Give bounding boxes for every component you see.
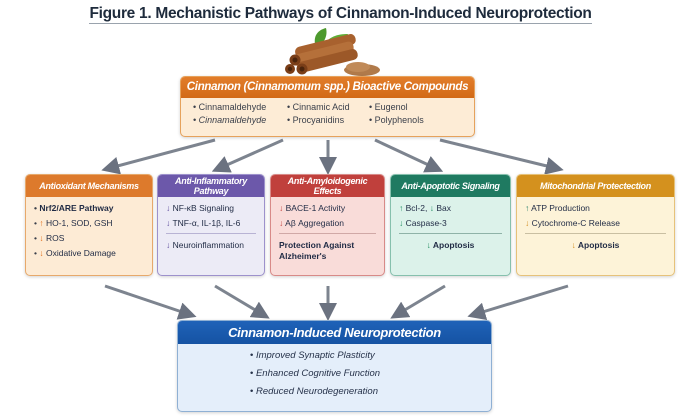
up-arrow-icon: ↑ — [525, 203, 530, 213]
down-arrow-icon: ↓ — [399, 218, 404, 228]
divider — [166, 233, 256, 234]
down-arrow-icon: ↓ — [166, 218, 171, 228]
antioxidant-item: ↓ ROS — [34, 233, 144, 243]
neuroprotection-title: Cinnamon-Induced Neuroprotection — [178, 321, 491, 344]
anti-inflammatory-item: ↓ NF-κB Signaling — [166, 203, 235, 213]
antioxidant-title: Antioxidant Mechanisms — [26, 175, 152, 197]
mitochondrial-title: Mitochondrial Protectection — [517, 175, 674, 197]
down-arrow-icon: ↓ — [429, 203, 434, 213]
outcome-item: Improved Synaptic Plasticity — [250, 350, 491, 361]
antioxidant-item: Nrf2/ARE Pathway — [34, 203, 144, 213]
compound-list: Cinnamaldehyde Cinnamic Acid Eugenol Cin… — [181, 98, 474, 125]
anti-amyloidogenic-box: Anti-Amyloidogenic Effects ↓ BACE-1 Acti… — [270, 174, 385, 276]
arrow-to-inflammatory — [211, 138, 284, 173]
antioxidant-item: ↓ Oxidative Damage — [34, 248, 144, 258]
divider — [399, 233, 502, 234]
outcome-item: Reduced Neurodegeneration — [250, 386, 491, 397]
compound-item: Eugenol — [369, 102, 459, 112]
bioactive-compounds-box: Cinnamon (Cinnamomum spp.) Bioactive Com… — [180, 76, 475, 137]
compound-item: Polyphenols — [369, 115, 459, 125]
arrow-from-antioxidant — [104, 284, 197, 320]
anti-apoptotic-item: ↓ Caspase-3 — [399, 218, 447, 228]
mitochondrial-outcome: ↓ Apoptosis — [571, 240, 620, 250]
antioxidant-mechanisms-box: Antioxidant Mechanisms Nrf2/ARE Pathway … — [25, 174, 153, 276]
compound-item: Cinnamaldehyde — [193, 115, 287, 125]
up-arrow-icon: ↑ — [39, 218, 44, 228]
down-arrow-icon: ↓ — [571, 240, 576, 250]
mitochondrial-item: ↑ ATP Production — [525, 203, 590, 213]
down-arrow-icon: ↓ — [426, 240, 431, 250]
anti-inflammatory-outcome: ↓ Neuroinflammation — [166, 240, 244, 250]
compound-item: Procyanidins — [287, 115, 369, 125]
arrow-from-mitochondrial — [467, 284, 569, 320]
down-arrow-icon: ↓ — [279, 203, 284, 213]
anti-apoptotic-item: ↑ Bcl-2, ↓ Bax — [399, 203, 452, 213]
up-arrow-icon: ↑ — [399, 203, 404, 213]
arrow-to-mitochondrial — [439, 138, 564, 175]
divider — [279, 233, 376, 234]
anti-inflammatory-title: Anti-Inflammatory Pathway — [158, 175, 264, 197]
down-arrow-icon: ↓ — [525, 218, 530, 228]
arrow-from-inflammatory — [214, 284, 270, 319]
anti-apoptotic-title: Anti-Apoptotic Signaling — [391, 175, 510, 197]
down-arrow-icon: ↓ — [166, 240, 171, 250]
anti-apoptotic-box: Anti-Apoptotic Signaling ↑ Bcl-2, ↓ Bax … — [390, 174, 511, 276]
down-arrow-icon: ↓ — [39, 248, 44, 258]
neuroprotection-result-box: Cinnamon-Induced Neuroprotection Improve… — [177, 320, 492, 412]
anti-inflammatory-box: Anti-Inflammatory Pathway ↓ NF-κB Signal… — [157, 174, 265, 276]
down-arrow-icon: ↓ — [39, 233, 44, 243]
mitochondrial-item: ↓ Cytochrome-C Release — [525, 218, 620, 228]
compound-item: Cinnamic Acid — [287, 102, 369, 112]
anti-amyloidogenic-item: ↓ Aβ Aggregation — [279, 218, 344, 228]
anti-amyloidogenic-title: Anti-Amyloidogenic Effects — [271, 175, 384, 197]
down-arrow-icon: ↓ — [166, 203, 171, 213]
anti-apoptotic-outcome: ↓ Apoptosis — [426, 240, 475, 250]
outcome-item: Enhanced Cognitive Function — [250, 368, 491, 379]
anti-inflammatory-item: ↓ TNF-α, IL-1β, IL-6 — [166, 218, 241, 228]
cinnamon-sticks-icon — [278, 26, 382, 78]
arrow-to-antioxidant — [101, 138, 216, 175]
compound-item: Cinnamaldehyde — [193, 102, 287, 112]
figure-title: Figure 1. Mechanistic Pathways of Cinnam… — [89, 5, 592, 24]
arrow-from-apoptotic — [390, 284, 446, 319]
anti-amyloidogenic-outcome: Protection Against Alzheimer's — [279, 240, 355, 261]
arrow-to-apoptotic — [374, 138, 444, 173]
anti-amyloidogenic-item: ↓ BACE-1 Activity — [279, 203, 346, 213]
outcome-list: Improved Synaptic Plasticity Enhanced Co… — [178, 344, 491, 397]
bioactive-compounds-title: Cinnamon (Cinnamomum spp.) Bioactive Com… — [181, 77, 474, 98]
divider — [525, 233, 666, 234]
down-arrow-icon: ↓ — [279, 218, 284, 228]
antioxidant-item: ↑ HO-1, SOD, GSH — [34, 218, 144, 228]
mitochondrial-protection-box: Mitochondrial Protectection ↑ ATP Produc… — [516, 174, 675, 276]
